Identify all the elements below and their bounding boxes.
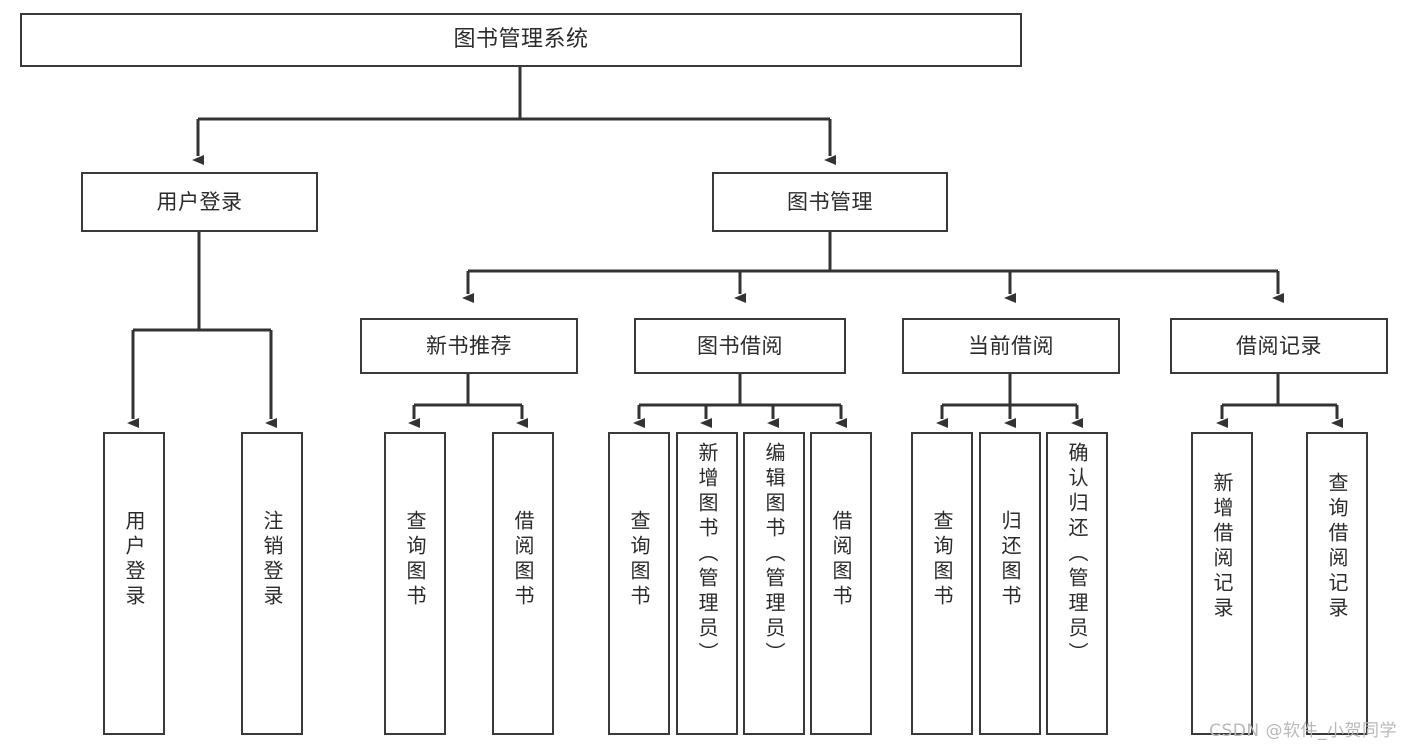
leaf-label: 确认归还（管理员） <box>1065 442 1089 667</box>
node-label: 用户登录 <box>156 189 243 214</box>
node-label: 图书管理 <box>787 189 873 214</box>
node-current-borrow[interactable]: 当前借阅 <box>902 318 1120 374</box>
leaf-book-borrow-add-admin[interactable]: 新增图书（管理员） <box>676 432 738 735</box>
node-root-book-management-system[interactable]: 图书管理系统 <box>20 13 1022 67</box>
watermark-csdn: CSDN @软件_小贺同学 <box>1209 721 1397 741</box>
leaf-label: 查询图书 <box>403 510 427 610</box>
leaf-label: 归还图书 <box>998 510 1022 610</box>
leaf-book-borrow-borrow[interactable]: 借阅图书 <box>810 432 872 735</box>
leaf-label: 借阅图书 <box>829 510 853 610</box>
node-label: 借阅记录 <box>1236 333 1322 358</box>
node-label: 新书推荐 <box>426 333 512 358</box>
node-label: 图书管理系统 <box>453 27 589 53</box>
leaf-book-borrow-query[interactable]: 查询图书 <box>608 432 670 735</box>
leaf-label: 新增借阅记录 <box>1210 472 1234 622</box>
leaf-current-borrow-return[interactable]: 归还图书 <box>979 432 1041 735</box>
leaf-label: 注销登录 <box>260 510 284 610</box>
leaf-current-borrow-query[interactable]: 查询图书 <box>911 432 973 735</box>
node-label: 当前借阅 <box>968 333 1054 358</box>
node-borrow-record[interactable]: 借阅记录 <box>1170 318 1388 374</box>
leaf-new-book-borrow[interactable]: 借阅图书 <box>492 432 554 735</box>
leaf-label: 用户登录 <box>122 510 146 610</box>
leaf-borrow-record-query[interactable]: 查询借阅记录 <box>1306 432 1368 735</box>
leaf-label: 借阅图书 <box>511 510 535 610</box>
leaf-book-borrow-edit-admin[interactable]: 编辑图书（管理员） <box>743 432 805 735</box>
leaf-label: 新增图书（管理员） <box>695 442 719 667</box>
leaf-label: 查询图书 <box>930 510 954 610</box>
node-user-login[interactable]: 用户登录 <box>81 172 318 232</box>
leaf-label: 查询借阅记录 <box>1325 472 1349 622</box>
leaf-label: 查询图书 <box>627 510 651 610</box>
node-book-borrow[interactable]: 图书借阅 <box>634 318 846 374</box>
leaf-user-login-logout[interactable]: 注销登录 <box>241 432 303 735</box>
node-label: 图书借阅 <box>697 333 783 358</box>
leaf-new-book-query[interactable]: 查询图书 <box>384 432 446 735</box>
leaf-user-login-login[interactable]: 用户登录 <box>103 432 165 735</box>
leaf-current-borrow-confirm-admin[interactable]: 确认归还（管理员） <box>1046 432 1108 735</box>
leaf-borrow-record-add[interactable]: 新增借阅记录 <box>1191 432 1253 735</box>
node-new-book-recommend[interactable]: 新书推荐 <box>360 318 578 374</box>
node-book-management[interactable]: 图书管理 <box>712 172 948 232</box>
leaf-label: 编辑图书（管理员） <box>762 442 786 667</box>
